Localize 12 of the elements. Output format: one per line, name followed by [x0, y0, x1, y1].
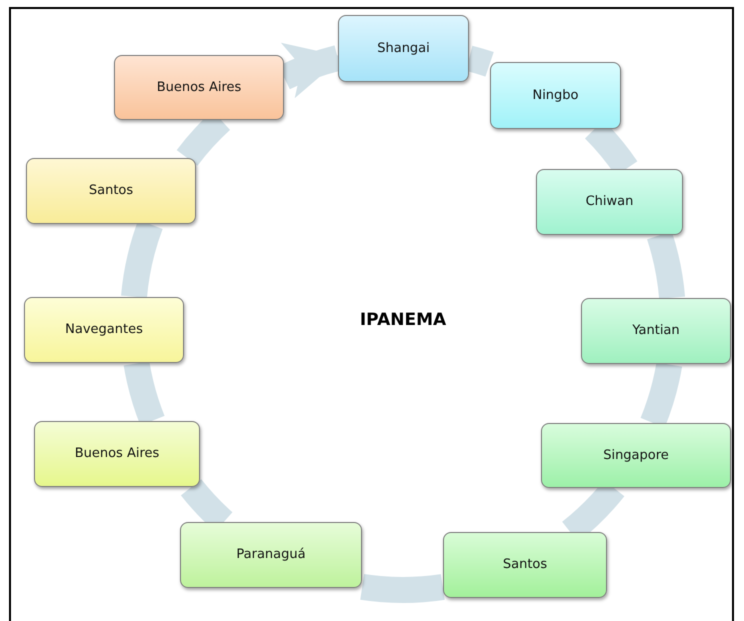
- port-box: Paranaguá: [180, 522, 362, 588]
- port-box: Navegantes: [24, 297, 184, 363]
- port-box: Shangai: [338, 15, 469, 82]
- port-box: Buenos Aires: [34, 421, 200, 487]
- port-box: Singapore: [541, 423, 731, 488]
- port-box: Ningbo: [490, 62, 621, 129]
- port-box: Chiwan: [536, 169, 683, 235]
- port-box: Buenos Aires: [114, 55, 284, 120]
- port-box: Santos: [443, 532, 607, 598]
- port-box: Yantian: [581, 298, 731, 364]
- center-label: IPANEMA: [358, 310, 448, 330]
- port-box: Santos: [26, 158, 196, 224]
